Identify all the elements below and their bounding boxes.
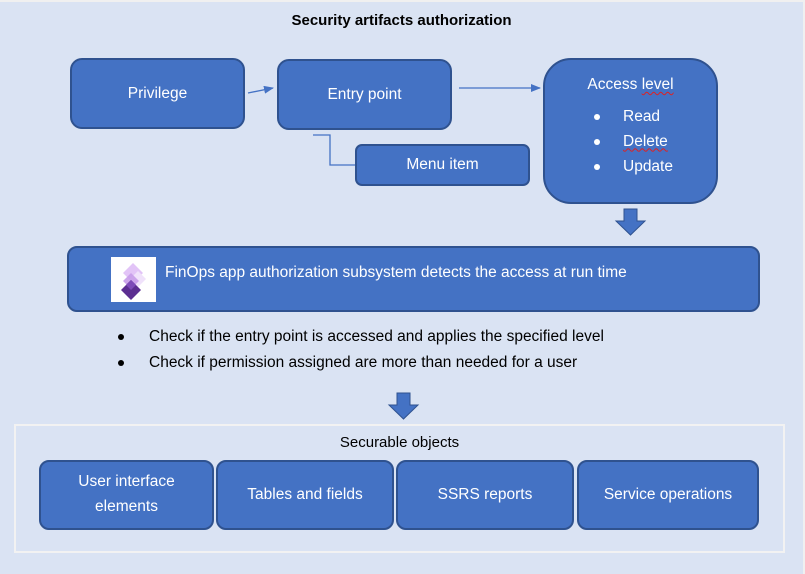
access-level-heading: Access level — [587, 76, 673, 94]
securable-objects-label: Securable objects — [339, 434, 460, 451]
securable-object-service-operations[interactable]: Service operations — [577, 460, 759, 530]
authorization-subsystem-node[interactable]: FinOps app authorization subsystem detec… — [67, 246, 760, 312]
securable-object-label: SSRS reports — [437, 485, 533, 503]
subsystem-label: FinOps app authorization subsystem detec… — [165, 264, 627, 281]
securable-object-ssrs-reports[interactable]: SSRS reports — [396, 460, 574, 530]
access-level-item-label: Read — [623, 107, 661, 125]
access-level-item-label: Delete — [623, 132, 668, 150]
access-level-item-label: Update — [623, 157, 673, 175]
entry-point-label: Entry point — [327, 85, 402, 103]
bullet-icon — [118, 360, 124, 366]
diagram-title: Security artifacts authorization — [291, 12, 512, 29]
securable-object-ui-elements[interactable]: User interface elements — [39, 460, 214, 530]
menu-item-label: Menu item — [406, 156, 479, 173]
menu-item-node[interactable]: Menu item — [355, 144, 530, 186]
securable-object-tables-fields[interactable]: Tables and fields — [216, 460, 394, 530]
bullet-icon — [594, 138, 600, 145]
checks-list: Check if the entry point is accessed and… — [118, 324, 604, 376]
securable-object-label: User interface elements — [78, 473, 175, 515]
securable-objects-frame — [14, 424, 785, 553]
power-platform-logo-icon — [111, 257, 156, 302]
entry-point-node[interactable]: Entry point — [277, 59, 452, 130]
privilege-node[interactable]: Privilege — [70, 58, 245, 129]
securable-object-label: Tables and fields — [247, 485, 363, 503]
access-level-item: Delete — [588, 129, 673, 154]
check-item: Check if permission assigned are more th… — [118, 350, 604, 376]
check-item: Check if the entry point is accessed and… — [118, 324, 604, 350]
check-item-text: Check if permission assigned are more th… — [149, 354, 578, 371]
bullet-icon — [118, 334, 124, 340]
check-item-text: Check if the entry point is accessed and… — [149, 328, 604, 345]
block-arrow-down-icon — [387, 392, 420, 420]
securable-object-label: Service operations — [603, 485, 733, 503]
arrow-privilege-to-entry — [247, 85, 274, 94]
connector-entry-to-menu — [313, 134, 356, 166]
access-level-item: Read — [588, 104, 673, 129]
block-arrow-down-icon — [614, 208, 647, 236]
access-level-node[interactable]: Access level Read Delete Update — [543, 58, 718, 204]
access-level-list: Read Delete Update — [588, 104, 673, 179]
bullet-icon — [594, 113, 600, 120]
access-level-item: Update — [588, 154, 673, 179]
access-level-heading-flagged: level — [641, 76, 674, 93]
bullet-icon — [594, 163, 600, 170]
privilege-label: Privilege — [127, 84, 188, 102]
access-level-heading-prefix: Access — [587, 76, 642, 93]
